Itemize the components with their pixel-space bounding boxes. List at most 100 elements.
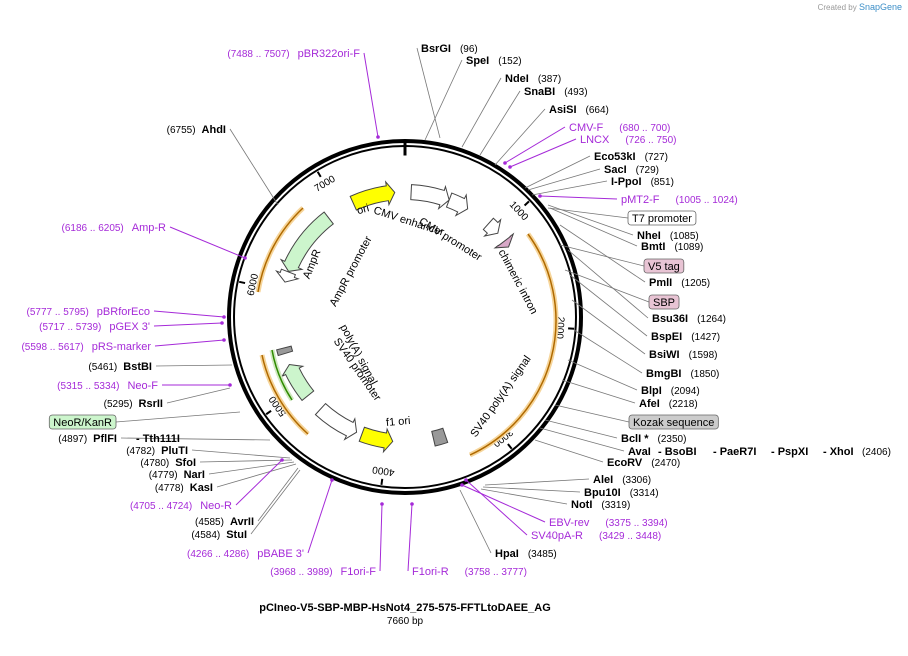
primer-name: Amp-R <box>132 222 166 234</box>
restriction-site-name: PluTI <box>161 445 188 457</box>
restriction-site: AvrII (4585) <box>195 467 299 528</box>
primer-site: pBR322ori-F(7488 .. 7507) <box>227 48 380 139</box>
restriction-site: - Tth111I <box>136 433 180 445</box>
restriction-site-leader <box>120 437 271 441</box>
primer-range: (4705 .. 4724) <box>130 501 192 512</box>
restriction-site-position: (96) <box>460 44 478 55</box>
restriction-site-position: (2406) <box>862 447 891 458</box>
restriction-site: BstBI (5461) <box>88 361 233 373</box>
restriction-site: - PaeR7I <box>713 446 756 458</box>
boxed-feature-box <box>627 210 697 226</box>
restriction-sites: BsrGI(96)SpeI(152)NdeI(387)SnaBI(493)Asi… <box>58 43 891 560</box>
primer-name: Neo-F <box>127 380 158 392</box>
boxed-feature-leader <box>554 404 630 423</box>
primer-marker <box>222 315 226 319</box>
restriction-site-position: (1850) <box>690 369 719 380</box>
restriction-site: - XhoI <box>823 446 854 458</box>
restriction-site: SfoI(4780) <box>140 457 293 469</box>
restriction-site: KasI(4778) <box>155 463 297 494</box>
restriction-site: AvaI (2406) <box>539 427 891 458</box>
restriction-site-leader <box>571 299 646 355</box>
restriction-site-name: BstBI <box>123 361 152 373</box>
restriction-site-leader <box>549 207 638 247</box>
restriction-site-leader <box>424 59 463 141</box>
primer-site: F1ori-R(3758 .. 3777) <box>407 502 527 578</box>
feature-arrow-6 <box>276 345 294 357</box>
restriction-site: NdeI(387) <box>461 73 561 148</box>
primer-marker <box>228 383 232 387</box>
feature-arrows <box>275 180 515 454</box>
credit-prefix: Created by <box>817 3 857 12</box>
primer-range: (5777 .. 5795) <box>27 307 89 318</box>
primer-leader <box>407 503 413 572</box>
restriction-site: - BsoBI <box>658 446 697 458</box>
restriction-site-leader <box>479 90 521 156</box>
tick-1000 <box>523 200 530 207</box>
primer-marker <box>280 458 284 462</box>
restriction-site-position: (3485) <box>528 549 557 560</box>
primer-leader <box>379 503 383 572</box>
primer-range: (7488 .. 7507) <box>227 49 289 60</box>
restriction-site-name: SnaBI <box>524 86 555 98</box>
restriction-site-position: (1205) <box>681 278 710 289</box>
primer-range: (1005 .. 1024) <box>676 195 738 206</box>
restriction-site-position: (4779) <box>149 470 178 481</box>
restriction-site-name: SfoI <box>175 457 196 469</box>
restriction-site-position: (493) <box>564 87 587 98</box>
restriction-site: Bpu10I(3314) <box>482 486 659 499</box>
tick-6000 <box>238 280 246 285</box>
restriction-site: RsrII(5295) <box>104 387 231 410</box>
feature-labels: ori CMV enhancer CMV promoter chimeric i… <box>301 202 540 439</box>
boxed-feature-box <box>648 294 680 310</box>
restriction-site-position: (2218) <box>669 399 698 410</box>
primer-leader <box>169 226 246 259</box>
primer-leader <box>153 310 225 318</box>
restriction-site: Bsu36I(1264) <box>567 249 726 325</box>
restriction-site-leader <box>527 168 601 191</box>
primer-name: pRS-marker <box>92 341 152 353</box>
primer-leader <box>539 195 618 200</box>
restriction-site-leader <box>480 488 568 505</box>
restriction-site-position: (1598) <box>689 350 718 361</box>
tick-7000 <box>316 171 322 178</box>
plasmid-length: 7660 bp <box>387 616 424 627</box>
restriction-site-name: AfeI <box>639 398 660 410</box>
primer-sites: pBR322ori-F(7488 .. 7507)CMV-F(680 .. 70… <box>21 48 737 578</box>
restriction-site-position: (2094) <box>671 386 700 397</box>
primer-site: pMT2-F(1005 .. 1024) <box>538 194 738 206</box>
primer-name: F1ori-F <box>341 566 377 578</box>
restriction-site-leader <box>484 478 590 486</box>
restriction-site-leader <box>166 387 231 404</box>
primer-site: Neo-R(4705 .. 4724) <box>130 458 284 512</box>
primer-name: SV40pA-R <box>531 530 583 542</box>
restriction-site-position: (5295) <box>104 399 133 410</box>
restriction-site-name: BmtI <box>641 241 665 253</box>
primer-marker <box>410 502 414 506</box>
restriction-site: AleI(3306) <box>484 474 651 486</box>
restriction-site-position: (4585) <box>195 517 224 528</box>
primer-name: pGEX 3' <box>109 321 150 333</box>
primer-name: pBABE 3' <box>257 548 304 560</box>
restriction-site: NotI(3319) <box>480 488 630 511</box>
restriction-site-name: BsrGI <box>421 43 451 55</box>
restriction-site-position: (5461) <box>88 362 117 373</box>
feature-label-f1-ori: f1 ori <box>386 415 411 429</box>
primer-marker <box>330 478 334 482</box>
primer-site: LNCX(726 .. 750) <box>508 134 677 169</box>
feature-arrow-4 <box>279 211 335 272</box>
restriction-site-position: (1427) <box>691 332 720 343</box>
restriction-site-name: Bsu36I <box>652 313 688 325</box>
primer-name: pBRforEco <box>97 306 150 318</box>
boxed-feature-label: SBP <box>653 297 675 309</box>
primer-marker <box>222 338 226 342</box>
snapgene-logo: SnapGene <box>858 2 902 12</box>
boxed-feature-label: Kozak sequence <box>633 417 714 429</box>
restriction-site-name: AvrII <box>230 516 254 528</box>
primer-range: (3758 .. 3777) <box>465 567 527 578</box>
restriction-site-name: AvaI <box>628 446 651 458</box>
primer-leader <box>154 339 225 347</box>
primer-marker <box>460 483 464 487</box>
boxed-feature: V5 tag <box>559 244 685 274</box>
restriction-site-position: (729) <box>636 165 659 176</box>
